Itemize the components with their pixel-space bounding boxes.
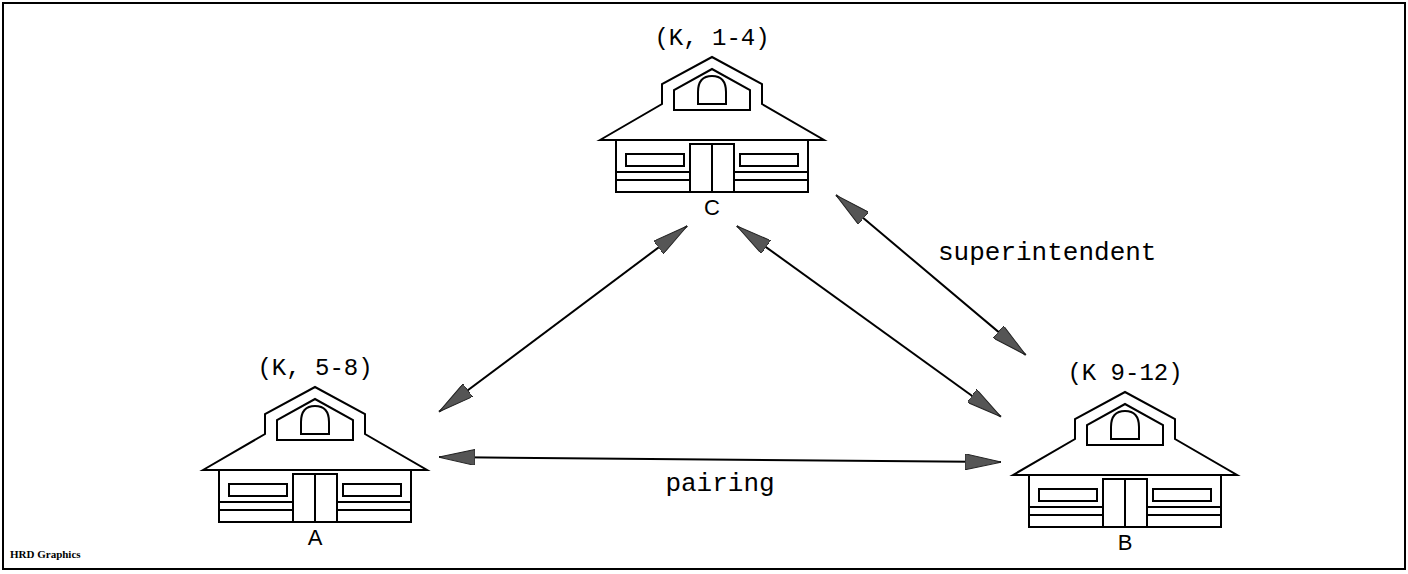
window (740, 154, 798, 166)
schoolhouse-icon (1005, 389, 1245, 529)
school-node: (K, 1-4) C (588, 20, 836, 226)
gable-panel (1087, 404, 1163, 445)
gable-panel (277, 399, 353, 440)
window (1153, 489, 1211, 501)
edge-label: pairing (662, 469, 777, 499)
school-node: (K, 5-8) A (191, 350, 439, 556)
door (690, 144, 734, 192)
bell-symbol (301, 406, 329, 434)
window (1039, 489, 1097, 501)
school-letter: B (1118, 529, 1133, 557)
schoolhouse-icon (195, 384, 435, 524)
connector-arrow (836, 195, 1026, 355)
school-letter: C (704, 194, 720, 222)
school-letter: A (308, 524, 323, 552)
window (229, 484, 287, 496)
school-node: (K 9-12) B (1001, 355, 1249, 561)
connector-arrow (439, 226, 687, 412)
window (626, 154, 684, 166)
frame-border (3, 3, 1405, 569)
connector-arrow (439, 457, 1001, 462)
grade-range: (K, 5-8) (257, 354, 372, 384)
schoolhouse-outline (203, 387, 427, 522)
schoolhouse-icon (592, 54, 832, 194)
door (1103, 479, 1147, 527)
grade-range: (K 9-12) (1067, 359, 1182, 389)
grade-range: (K, 1-4) (654, 24, 769, 54)
credit-note: HRD Graphics (10, 548, 81, 560)
window (343, 484, 401, 496)
schoolhouse-outline (600, 57, 824, 192)
door (293, 474, 337, 522)
bell-symbol (698, 76, 726, 104)
bell-symbol (1111, 411, 1139, 439)
gable-panel (674, 69, 750, 110)
edge-label: superintendent (935, 238, 1159, 268)
schoolhouse-outline (1013, 392, 1237, 527)
